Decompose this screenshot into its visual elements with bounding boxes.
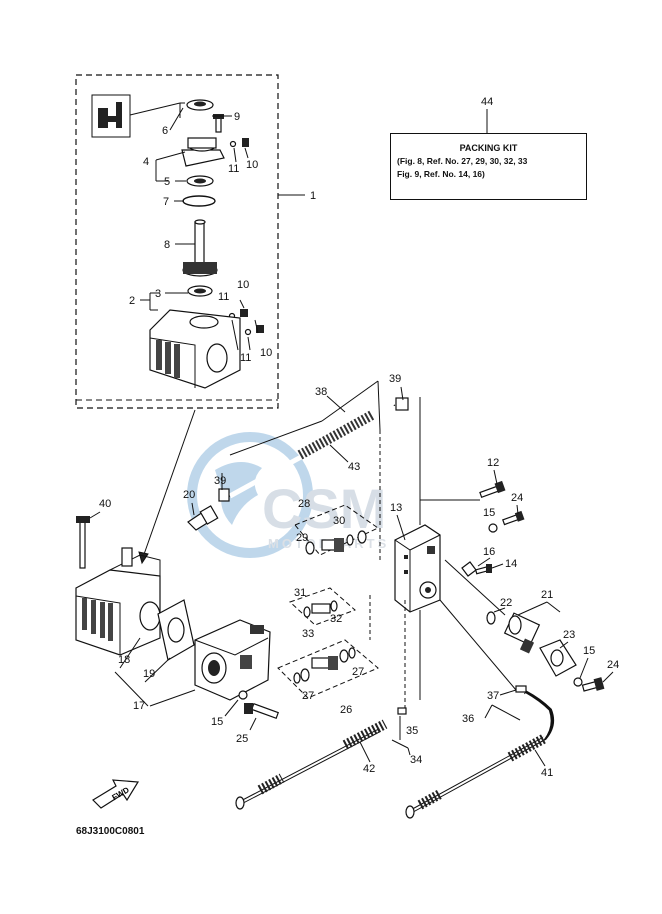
callout-15b: 15 <box>583 645 595 657</box>
group-28-30 <box>294 504 379 556</box>
watermark-logo: CSM MOTORPARTS <box>187 432 386 558</box>
callout-9: 9 <box>234 111 240 123</box>
fwd-arrow-icon: FWD <box>92 779 140 809</box>
plate-23 <box>539 639 577 677</box>
carburetor-body <box>194 619 271 701</box>
callout-11b: 11 <box>218 291 229 303</box>
inset-box <box>75 74 279 409</box>
callout-7: 7 <box>163 196 169 208</box>
callout-42: 42 <box>363 763 375 775</box>
watermark-brand: CSM <box>262 477 386 540</box>
cylinder-block <box>75 516 161 656</box>
hose-38-43 <box>218 397 409 502</box>
callout-27a: 27 <box>302 690 314 702</box>
callout-20: 20 <box>183 489 195 501</box>
callout-34: 34 <box>410 754 422 766</box>
callout-28: 28 <box>298 498 310 510</box>
callout-21: 21 <box>541 589 553 601</box>
callout-12: 12 <box>487 457 499 469</box>
callout-33: 33 <box>302 628 314 640</box>
callout-36: 36 <box>462 713 474 725</box>
callout-43: 43 <box>348 461 360 473</box>
diagram-code: 68J3100C0801 <box>76 826 145 837</box>
callout-11a: 11 <box>228 163 239 175</box>
callout-8: 8 <box>164 239 170 251</box>
callout-31: 31 <box>294 587 306 599</box>
callout-10c: 10 <box>260 347 272 359</box>
bolt-24-bottom <box>573 677 605 692</box>
fitting-20 <box>187 505 219 531</box>
callout-3: 3 <box>155 288 161 300</box>
group-26-27 <box>277 639 379 699</box>
callout-39b: 39 <box>214 475 226 487</box>
sensor-21 <box>486 611 541 654</box>
callout-26: 26 <box>340 704 352 716</box>
bolt-12 <box>479 480 506 499</box>
inset-parts <box>91 94 264 389</box>
packing-kit-box: PACKING KIT (Fig. 8, Ref. No. 27, 29, 30… <box>390 133 587 200</box>
callout-11c: 11 <box>240 352 251 364</box>
callout-30: 30 <box>333 515 345 527</box>
packing-kit-line1: (Fig. 8, Ref. No. 27, 29, 30, 32, 33 <box>397 156 528 166</box>
callout-24b: 24 <box>607 659 619 671</box>
callout-39a: 39 <box>389 373 401 385</box>
callout-24a: 24 <box>511 492 523 504</box>
callout-15c: 15 <box>211 716 223 728</box>
bolt-25 <box>238 690 280 720</box>
callout-4: 4 <box>143 156 149 168</box>
callout-32: 32 <box>330 613 342 625</box>
callout-23: 23 <box>563 629 575 641</box>
callout-5: 5 <box>164 176 170 188</box>
callout-2: 2 <box>129 295 135 307</box>
callout-40: 40 <box>99 498 111 510</box>
callout-44: 44 <box>481 96 493 108</box>
group-31-33 <box>289 587 356 626</box>
callout-10a: 10 <box>246 159 258 171</box>
callout-38: 38 <box>315 386 327 398</box>
callout-29: 29 <box>296 532 308 544</box>
callout-15a: 15 <box>483 507 495 519</box>
callout-10b: 10 <box>237 279 249 291</box>
callout-41: 41 <box>541 767 553 779</box>
packing-kit-title: PACKING KIT <box>459 143 518 153</box>
callout-13: 13 <box>390 502 402 514</box>
callout-1: 1 <box>310 190 316 202</box>
callout-37: 37 <box>487 690 499 702</box>
callout-35: 35 <box>406 725 418 737</box>
carb-body-13 <box>394 524 441 613</box>
callout-16: 16 <box>483 546 495 558</box>
callout-19: 19 <box>143 668 155 680</box>
cable-42 <box>235 707 407 810</box>
screw-14-16 <box>461 561 492 577</box>
callout-22: 22 <box>500 597 512 609</box>
packing-kit-line2: Fig. 9, Ref. No. 14, 16) <box>397 169 485 179</box>
callout-17: 17 <box>133 700 145 712</box>
cable-41 <box>405 685 555 819</box>
callout-27b: 27 <box>352 666 364 678</box>
callout-25: 25 <box>236 733 248 745</box>
inset-leaders <box>140 102 305 351</box>
callout-14: 14 <box>505 558 517 570</box>
callout-6: 6 <box>162 125 168 137</box>
gasket-19 <box>157 599 195 661</box>
bolt-24-top <box>488 510 525 533</box>
